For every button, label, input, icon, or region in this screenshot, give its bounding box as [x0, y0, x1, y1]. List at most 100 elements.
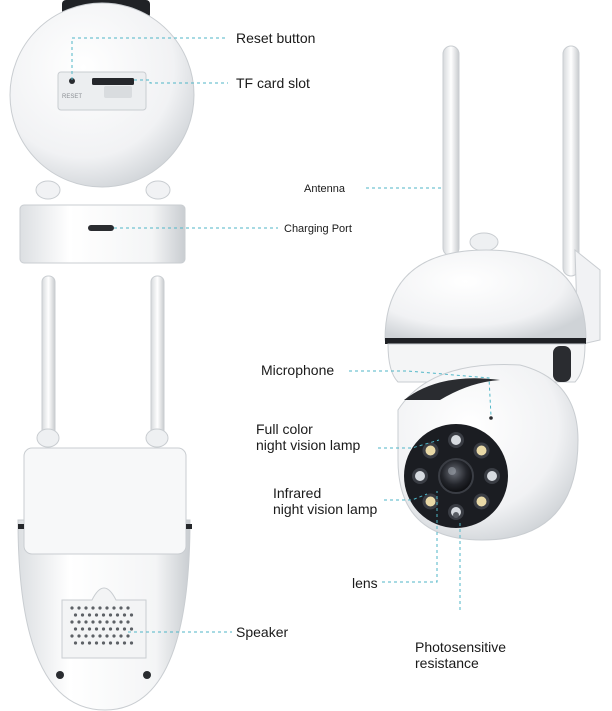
label-tf-card-slot: TF card slot — [236, 75, 310, 91]
tf-card-cover — [104, 86, 132, 98]
main-lens — [438, 458, 474, 494]
speaker-hole — [70, 606, 74, 610]
speaker-hole — [112, 606, 116, 610]
speaker-hole — [98, 634, 102, 638]
tf-slot-opening — [92, 78, 134, 85]
mount-knob-left — [35, 180, 61, 200]
top-housing — [384, 249, 587, 341]
speaker-hole — [101, 613, 106, 617]
speaker-hole — [122, 613, 127, 617]
full-color-lamp — [451, 435, 461, 445]
label-infrared-1: Infrared — [273, 485, 322, 501]
speaker-hole — [87, 613, 92, 617]
speaker-hole — [122, 641, 127, 645]
side-dark-accent — [553, 346, 571, 382]
usb-c-port — [88, 225, 114, 231]
speaker-hole — [84, 606, 88, 610]
speaker-panel — [61, 587, 147, 659]
speaker-hole — [91, 634, 95, 638]
speaker-hole — [129, 613, 134, 617]
speaker-hole — [129, 627, 134, 631]
speaker-hole — [105, 634, 109, 638]
speaker-hole — [77, 634, 81, 638]
speaker-hole — [115, 613, 120, 617]
speaker-hole — [122, 627, 127, 631]
head-shadow-gap — [404, 378, 500, 400]
leader-lens — [382, 491, 438, 583]
speaker-hole — [101, 641, 106, 645]
speaker-hole — [108, 627, 113, 631]
speaker-hole — [73, 613, 78, 617]
speaker-hole — [80, 627, 85, 631]
label-full-color-1: Full color — [256, 421, 313, 437]
infrared-lamp — [425, 496, 436, 507]
photosensitive-sensor — [453, 512, 459, 518]
rear-antenna-left — [41, 275, 56, 447]
antenna-hinge-left — [469, 232, 499, 252]
rear-view-camera — [17, 275, 192, 711]
speaker-hole — [119, 634, 123, 638]
rear-antenna-base-left — [36, 428, 60, 448]
rear-antenna-right — [150, 275, 165, 447]
speaker-hole — [84, 620, 88, 624]
speaker-hole — [94, 641, 99, 645]
speaker-hole — [119, 620, 123, 624]
led-ring — [412, 432, 500, 520]
speaker-hole — [80, 613, 85, 617]
leader-lines — [71, 37, 492, 633]
speaker-hole — [73, 641, 78, 645]
speaker-hole — [101, 627, 106, 631]
speaker-hole — [112, 620, 116, 624]
rear-screw-right — [143, 671, 151, 679]
speaker-hole — [115, 627, 120, 631]
speaker-hole — [94, 613, 99, 617]
speaker-hole — [98, 606, 102, 610]
speaker-hole — [94, 627, 99, 631]
speaker-hole — [80, 641, 85, 645]
speaker-hole — [129, 641, 134, 645]
speaker-hole — [115, 641, 120, 645]
speaker-hole — [77, 606, 81, 610]
full-color-lamp — [415, 471, 425, 481]
lens-glint — [448, 467, 456, 475]
speaker-hole — [108, 641, 113, 645]
rear-screw-left — [56, 671, 64, 679]
speaker-hole — [87, 641, 92, 645]
speaker-hole — [108, 613, 113, 617]
device-reset-print: RESET — [62, 94, 82, 100]
reset-hole — [69, 78, 75, 84]
back-view-camera: RESET — [9, 0, 195, 264]
label-lens: lens — [352, 575, 378, 591]
mount-knob-right — [145, 180, 171, 200]
infrared-lamp — [476, 445, 487, 456]
speaker-hole — [84, 634, 88, 638]
label-charging-port: Charging Port — [284, 223, 352, 235]
speaker-hole — [91, 620, 95, 624]
speaker-hole — [126, 606, 130, 610]
microphone-hole — [489, 416, 493, 420]
label-full-color-2: night vision lamp — [256, 437, 361, 453]
speaker-hole — [77, 620, 81, 624]
leader-infrared — [384, 493, 428, 501]
rear-top-block — [23, 447, 187, 555]
rear-antenna-base-right — [145, 428, 169, 448]
speaker-hole — [126, 620, 130, 624]
full-color-lamp — [487, 471, 497, 481]
housing-seam — [385, 338, 586, 344]
speaker-hole — [70, 620, 74, 624]
speaker-grille — [70, 606, 134, 645]
label-speaker: Speaker — [236, 624, 289, 640]
rear-seam-right — [186, 524, 192, 529]
front-view-camera — [384, 45, 601, 541]
speaker-hole — [73, 627, 78, 631]
leader-tf-card — [134, 79, 228, 84]
label-infrared-2: night vision lamp — [273, 501, 378, 517]
speaker-hole — [105, 620, 109, 624]
speaker-hole — [112, 634, 116, 638]
label-photosensitive-1: Photosensitive — [415, 639, 507, 655]
infrared-lamp — [476, 496, 487, 507]
port-panel — [57, 71, 147, 111]
label-photosensitive-2: resistance — [415, 655, 479, 671]
